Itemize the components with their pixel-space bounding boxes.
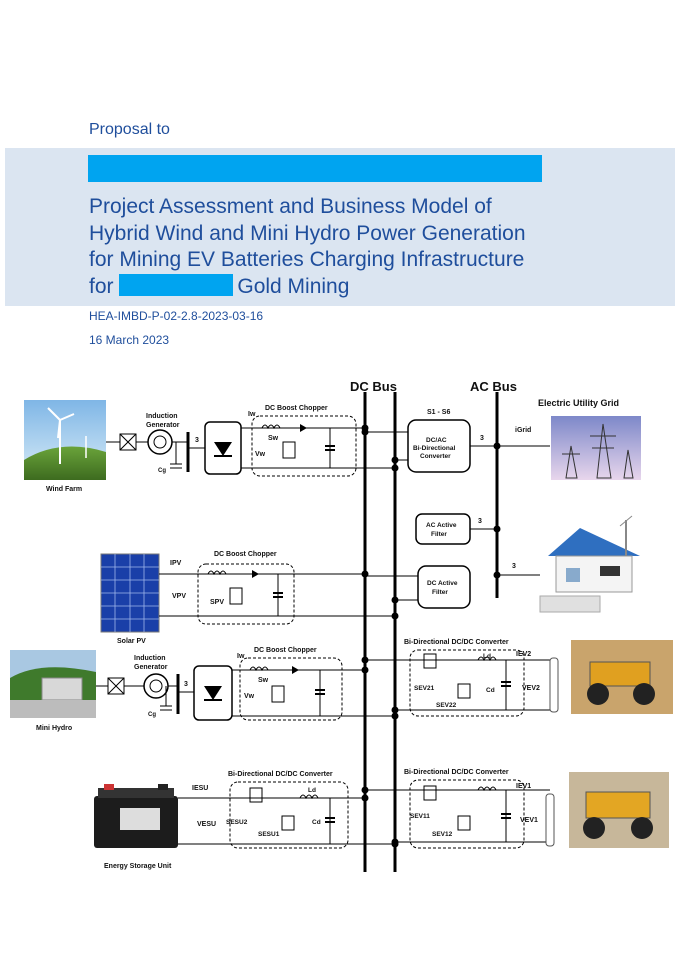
- pv-boost-chopper-box: [197, 563, 295, 625]
- title-line-4-suffix: Gold Mining: [237, 274, 350, 298]
- mining-truck-1-photo: [569, 772, 669, 848]
- wind-boost-chopper-box: [251, 415, 357, 477]
- ipv-label: IPV: [170, 560, 182, 567]
- hydro-cg-label: Cg: [148, 712, 156, 718]
- vpv-label: VPV: [172, 593, 186, 600]
- dc-bus-label: DC Bus: [350, 379, 397, 394]
- ev2-converter-box: [409, 649, 525, 717]
- house-phase-label: 3: [512, 563, 516, 570]
- sesu2-label: SESU2: [226, 819, 248, 826]
- vesu-label: VESU: [197, 821, 216, 828]
- document-title: Project Assessment and Business Model of…: [89, 194, 649, 300]
- wind-iw-label: Iw: [248, 411, 256, 418]
- igrid-label: iGrid: [515, 427, 531, 434]
- ev2-charger-icon: [549, 657, 559, 713]
- smart-home-illustration: [539, 515, 640, 613]
- hydro-phase-label: 3: [184, 681, 188, 688]
- wind-farm-photo: [24, 400, 106, 480]
- ev1-converter-label: Bi-Directional DC/DC Converter: [404, 769, 509, 776]
- ac-bus-label: AC Bus: [470, 379, 517, 394]
- hydro-generator-label-1: Induction: [134, 655, 166, 662]
- ac-filter-label-2: Filter: [431, 531, 447, 538]
- energy-storage-battery: [94, 784, 178, 848]
- wind-generator-label-1: Induction: [146, 413, 178, 420]
- title-line-1: Project Assessment and Business Model of: [89, 195, 492, 218]
- mining-truck-2-photo: [571, 640, 673, 714]
- dc-filter-label-1: DC Active: [427, 580, 458, 587]
- iev1-label: IEV1: [516, 783, 531, 790]
- dcac-label-2: Bi-Directional: [413, 445, 455, 452]
- dc-active-filter: [417, 565, 471, 609]
- solar-pv-photo: [100, 553, 160, 633]
- iesu-label: IESU: [192, 785, 208, 792]
- esu-ld-label: Ld: [308, 787, 316, 794]
- redacted-company-name: [119, 273, 234, 296]
- utility-grid-photo: [551, 416, 641, 480]
- sev11-label: SEV11: [410, 813, 430, 820]
- mini-hydro-label: Mini Hydro: [36, 725, 72, 732]
- vev2-label: VEV2: [522, 685, 540, 692]
- ac-filter-phase-label: 3: [478, 518, 482, 525]
- title-line-4: for Gold Mining: [89, 273, 649, 301]
- switches-label: S1 - S6: [427, 409, 450, 416]
- solar-pv-label: Solar PV: [117, 638, 146, 645]
- sesu1-label: SESU1: [258, 831, 280, 838]
- title-line-2: Hybrid Wind and Mini Hydro Power Generat…: [89, 221, 526, 245]
- hydro-generator-label-2: Generator: [134, 664, 168, 671]
- iev2-label: IEV2: [516, 651, 531, 658]
- wind-boost-chopper-label: DC Boost Chopper: [265, 405, 328, 412]
- document-date: 16 March 2023: [89, 333, 170, 347]
- sev21-label: SEV21: [414, 685, 435, 692]
- system-diagram: DC Bus AC Bus Wind Farm Induction Genera…: [10, 379, 673, 872]
- title-line-3: for Mining EV Batteries Charging Infrast…: [89, 248, 525, 271]
- redacted-client-name: [88, 155, 542, 182]
- hydro-vw-label: Vw: [244, 693, 255, 700]
- ev2-ld-label: Ld: [483, 653, 491, 660]
- esu-converter-label: Bi-Directional DC/DC Converter: [228, 771, 333, 778]
- ev1-converter-box: [409, 779, 525, 849]
- dcac-label-1: DC/AC: [426, 437, 447, 444]
- mini-hydro-photo: [10, 650, 96, 718]
- wind-phase-label: 3: [195, 437, 199, 444]
- wind-vw-label: Vw: [255, 451, 266, 458]
- ev2-cd-label: Cd: [486, 687, 495, 694]
- dcac-label-3: Converter: [420, 453, 451, 460]
- ev1-charger-icon: [545, 793, 555, 847]
- dcac-phase-label: 3: [480, 435, 484, 442]
- hydro-boost-chopper-box: [239, 657, 343, 721]
- hydro-iw-label: Iw: [237, 653, 245, 660]
- wind-farm-label: Wind Farm: [46, 486, 82, 493]
- ev2-converter-label: Bi-Directional DC/DC Converter: [404, 639, 509, 646]
- esu-converter-box: [229, 781, 349, 849]
- wind-generator-label-2: Generator: [146, 422, 180, 429]
- vev1-label: VEV1: [520, 817, 538, 824]
- sev22-label: SEV22: [436, 702, 457, 709]
- pv-boost-chopper-label: DC Boost Chopper: [214, 551, 277, 558]
- ac-active-filter: [415, 513, 471, 545]
- sev12-label: SEV12: [432, 831, 453, 838]
- wind-cg-label: Cg: [158, 468, 166, 474]
- esu-cd-label: Cd: [312, 819, 321, 826]
- dc-filter-label-2: Filter: [432, 589, 448, 596]
- hydro-boost-chopper-label: DC Boost Chopper: [254, 647, 317, 654]
- ac-filter-label-1: AC Active: [426, 522, 457, 529]
- hydro-sw-label: Sw: [258, 677, 269, 684]
- spv-label: SPV: [210, 599, 224, 606]
- grid-label: Electric Utility Grid: [538, 398, 619, 408]
- title-line-4-prefix: for: [89, 274, 114, 298]
- document-id: HEA-IMBD-P-02-2.8-2023-03-16: [89, 309, 264, 323]
- wind-sw-label: Sw: [268, 435, 279, 442]
- proposal-label: Proposal to: [89, 121, 170, 138]
- energy-storage-label: Energy Storage Unit: [104, 863, 172, 870]
